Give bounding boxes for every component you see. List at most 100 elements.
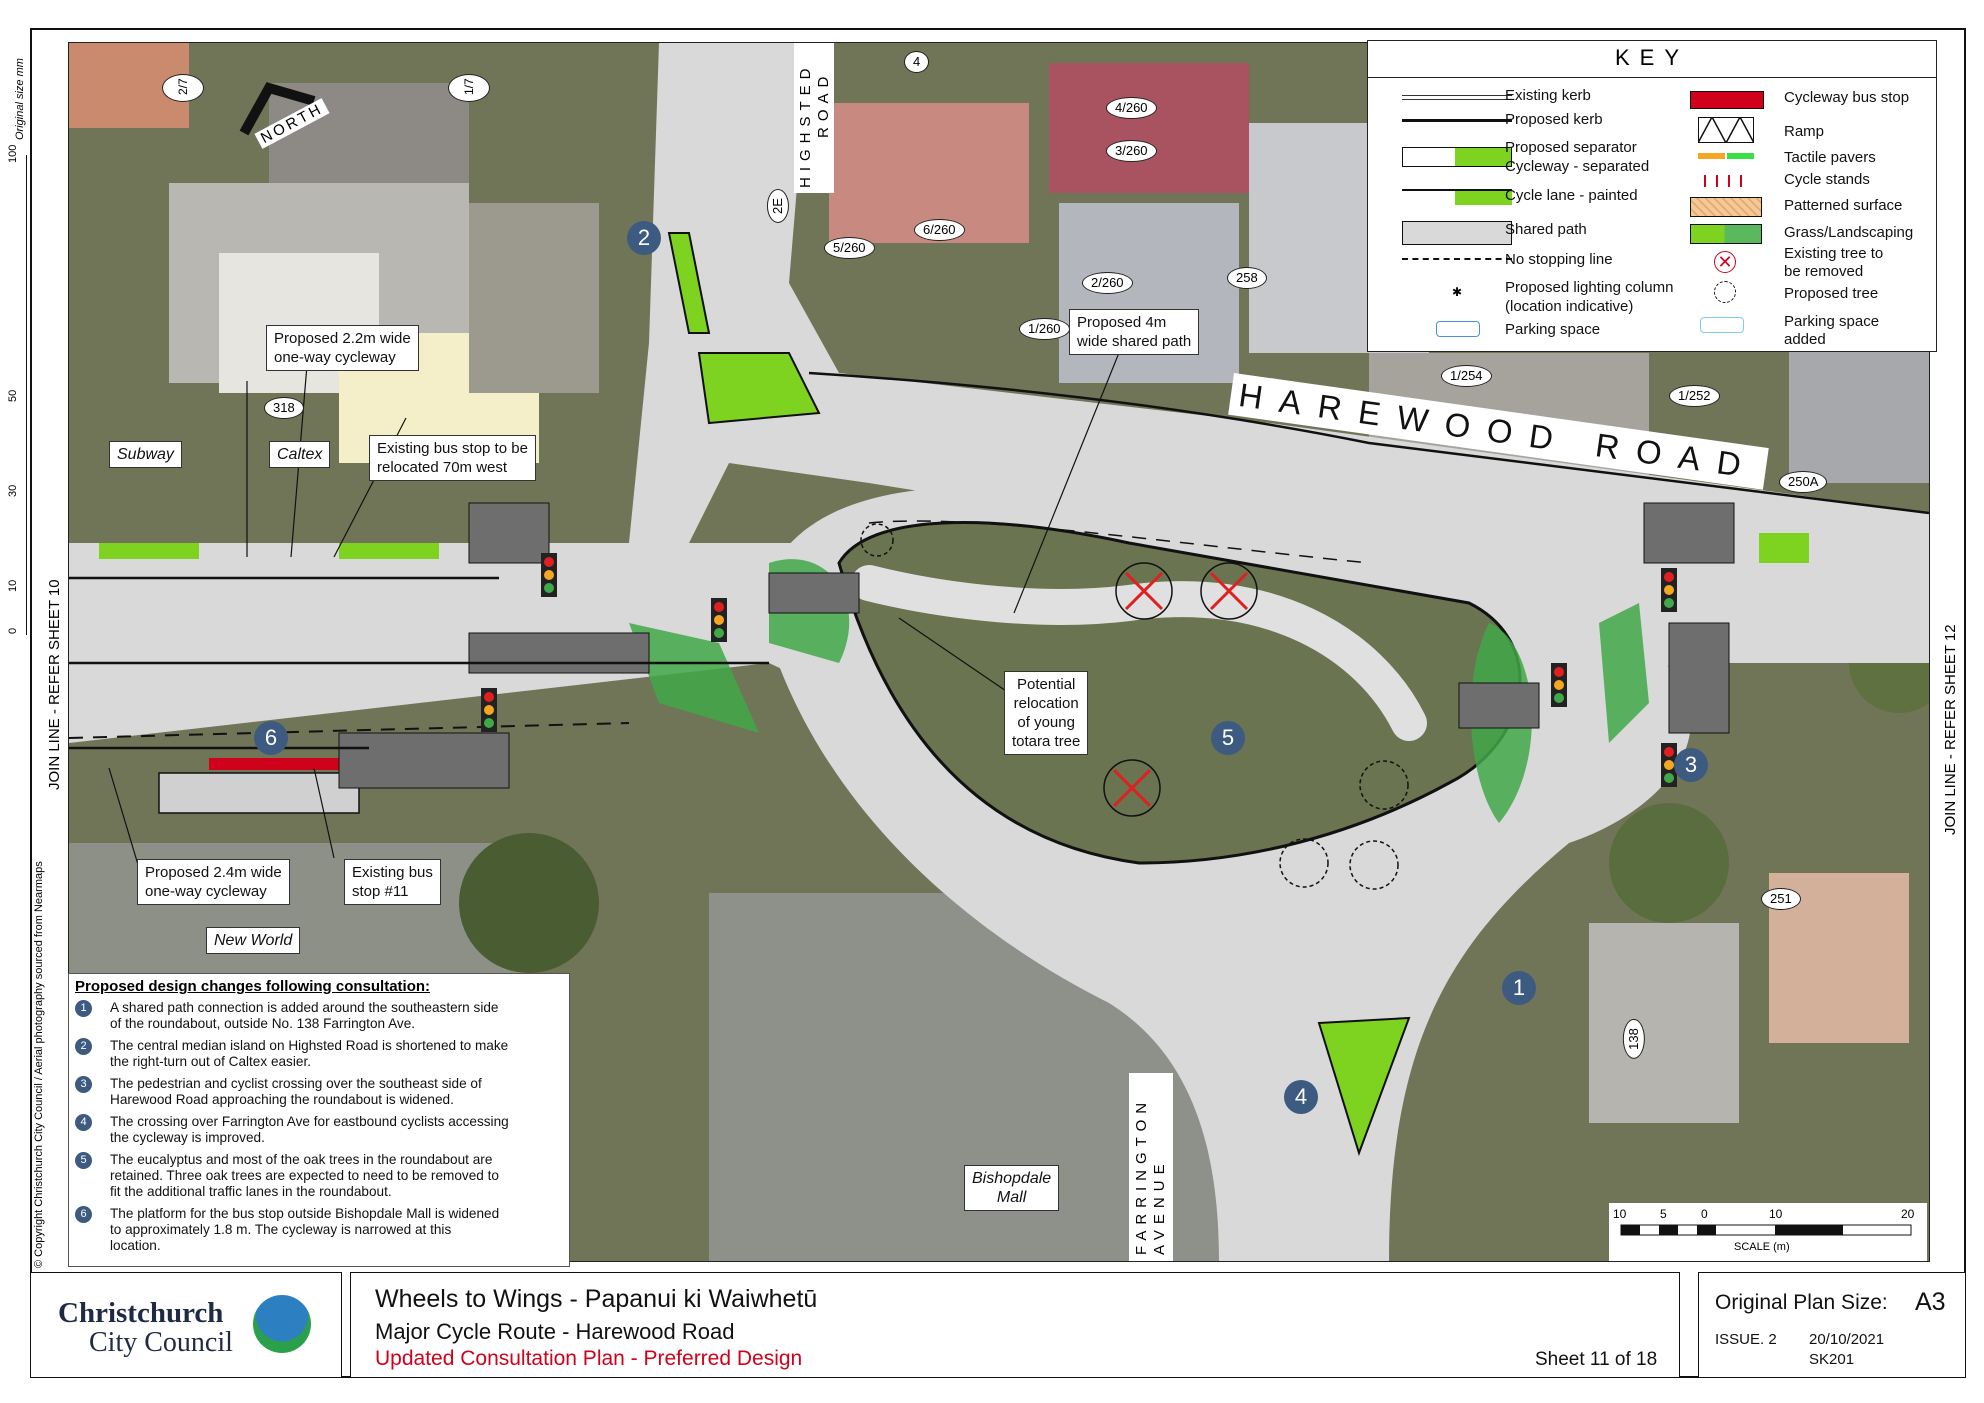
key-cycleway-separated: Cycleway - separated [1505,158,1650,175]
no-stopping-line [69,722,630,739]
note-item: 5 The eucalyptus and most of the oak tre… [75,1152,565,1202]
ruler-tick-50: 50 [7,389,19,402]
property-number: 258 [1227,267,1267,289]
patterned-surface [468,502,550,564]
scale-tick: 5 [1660,1207,1667,1221]
patterned-surface-symbol [1690,197,1762,217]
farrington-avenue-line2: AVENUE [1151,1158,1168,1255]
callout-line: one-way cycleway [145,883,267,900]
note-line: Harewood Road approaching the roundabout… [110,1092,454,1107]
tactile-pavers-symbol [1698,153,1754,159]
property-number: 2E [766,189,789,223]
note-item: 1 A shared path connection is added arou… [75,1000,565,1034]
scale-tick: 10 [1769,1207,1783,1221]
proposed-tree [860,523,894,557]
callout-line: stop #11 [352,883,409,900]
key-cycleway-bus-stop: Cycleway bus stop [1784,89,1910,106]
issue-date: 20/10/2021 [1809,1331,1885,1348]
property-number: 2/7 [162,74,204,102]
parking-space-icon [1436,321,1480,337]
callout-line: of young [1017,714,1075,731]
proposed-kerb-symbol [1402,119,1512,122]
key-no-stopping-line: No stopping line [1505,251,1613,268]
proposed-tree [1279,838,1329,888]
council-logo-box: Christchurch City Council [30,1272,342,1378]
note-badge: 4 [75,1114,92,1131]
note-line: the cycleway is improved. [110,1130,265,1145]
callout-totara-tree: Potential relocation of young totara tre… [1004,671,1089,755]
property-number: 4 [904,51,930,73]
note-badge: 1 [75,1000,92,1017]
carpark [469,203,599,393]
key-divider [1368,77,1936,78]
note-badge: 6 [75,1206,92,1223]
key-existing-tree: Existing tree to [1784,245,1884,262]
key-shared-path: Shared path [1505,221,1587,238]
council-name-line1: Christchurch [58,1297,224,1329]
callout-line: relocation [1013,695,1079,712]
separated-cycleway-symbol [1402,147,1512,167]
legend-key: KEY ✱ Existing kerb Proposed kerb Propos… [1367,40,1937,352]
grass-landscaping [1599,603,1649,743]
highsted-road-line2: ROAD [815,70,832,138]
change-badge-3: 3 [1674,748,1708,782]
council-logo-icon [253,1295,311,1353]
highsted-road [629,43,1929,583]
change-badge-1: 1 [1502,971,1536,1005]
proposed-tree-icon [1714,281,1736,303]
key-existing-kerb: Existing kerb [1505,87,1591,104]
subway-label: Subway [109,441,182,468]
callout-line: Proposed 2.4m wide [145,864,282,881]
highsted-road-label: HIGHSTED ROAD [794,43,834,193]
property-number: 2/260 [1082,272,1133,294]
key-title: KEY [1614,45,1690,70]
property-number: 1/7 [448,74,490,102]
copyright-note: © Copyright Christchurch City Council / … [33,861,45,1268]
north-arrow-icon [239,82,316,136]
property-number: 251 [1761,888,1801,910]
lighting-column-icon: ✱ [1452,285,1463,299]
note-line: The crossing over Farrington Ave for eas… [110,1114,509,1129]
size-ruler [26,155,27,635]
join-line-left: JOIN LINE - REFER SHEET 10 [46,579,63,790]
farrington-avenue-label: FARRINGTON AVENUE [1129,1073,1173,1261]
bishopdale-line2: Mall [996,1189,1027,1206]
key-parking-space-added: Parking space [1784,313,1880,330]
roof [1049,63,1249,193]
tree [1609,803,1729,923]
key-lighting-column: Proposed lighting column [1505,279,1674,296]
notes-heading: Proposed design changes following consul… [75,978,431,995]
callout-line: one-way cycleway [274,349,396,366]
note-item: 4 The crossing over Farrington Ave for e… [75,1114,565,1148]
patterned-surface [468,632,650,674]
original-size-label: Original size mm [14,58,26,140]
property-number: 1/260 [1019,318,1070,340]
plan-status: Updated Consultation Plan - Preferred De… [375,1347,803,1370]
traffic-signal [541,553,557,597]
bus-stop-platform [158,772,360,814]
change-badge-6: 6 [254,721,288,755]
plan-info-box: Original Plan Size: A3 ISSUE. 2 20/10/20… [1698,1272,1966,1378]
plan-size-label: Original Plan Size: [1715,1291,1888,1314]
cycleway-green [1759,533,1809,563]
ruler-tick-100: 100 [7,144,19,163]
property-number: 5/260 [824,237,875,259]
proposed-tree [1349,840,1399,890]
highsted-road-line1: HIGHSTED [797,62,814,188]
property-number: 3/260 [1106,140,1157,162]
property-number: 6/260 [914,219,965,241]
callout-line: wide shared path [1077,333,1192,350]
scale-label: SCALE (m) [1734,1241,1790,1253]
ruler-tick-30: 30 [7,484,19,497]
key-ramp: Ramp [1784,123,1825,140]
proposed-tree [1359,760,1409,810]
tree-to-remove-marker [1103,759,1161,817]
cycle-stands-symbol [1704,175,1750,187]
note-line: The central median island on Highsted Ro… [110,1038,509,1053]
key-proposed-tree: Proposed tree [1784,285,1879,302]
painted-cycle-lane-symbol [1402,189,1512,205]
key-grass-landscaping: Grass/Landscaping [1784,224,1914,241]
callout-bus-stop-11: Existing bus stop #11 [344,859,441,905]
key-lighting-location: (location indicative) [1505,298,1634,315]
grass-landscaping [629,623,759,733]
